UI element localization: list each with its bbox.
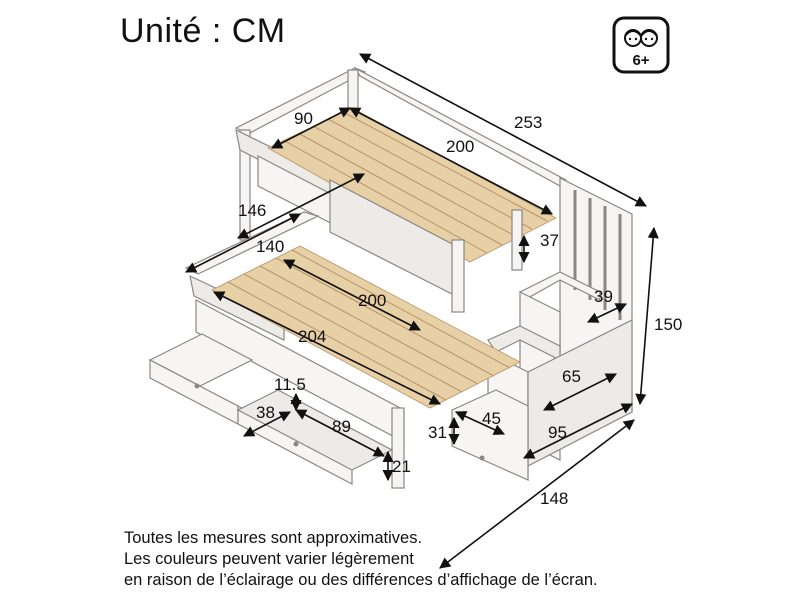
dim-drawer-height: 21 [392, 457, 411, 476]
dim-base-height: 31 [428, 423, 447, 442]
dim-bottom-length: 200 [358, 291, 386, 310]
stair-rails [573, 190, 622, 320]
dim-overall-length: 253 [514, 113, 542, 132]
age-badge-text: 6+ [632, 52, 649, 69]
dim-drawer-length: 89 [332, 417, 351, 436]
dim-overall-depth: 148 [540, 489, 568, 508]
dim-bottom-outer-length: 204 [298, 327, 326, 346]
dim-rail-length: 146 [238, 201, 266, 220]
note-line: Les couleurs peuvent varier légèrement [124, 550, 414, 568]
dim-top-width: 90 [294, 109, 313, 128]
dim-guard-height: 37 [540, 231, 559, 250]
dim-stair-side: 45 [482, 409, 501, 428]
dim-stair-width: 95 [548, 423, 567, 442]
dim-drawer-depth: 38 [256, 403, 275, 422]
dim-step-height: 65 [562, 367, 581, 386]
kids-faces-icon: 6+ [612, 16, 670, 74]
age-badge: 6+ [612, 16, 670, 74]
dim-bottom-width: 140 [256, 237, 284, 256]
dim-overall-height: 150 [654, 315, 682, 334]
unit-title: Unité : CM [120, 12, 286, 50]
dim-step-depth: 39 [594, 287, 613, 306]
disclaimer-notes: Toutes les mesures sont approximatives. … [124, 528, 598, 591]
dim-top-length: 200 [446, 137, 474, 156]
dimension-lines [185, 53, 659, 569]
dim-drawer-gap: 11.5 [274, 375, 306, 394]
note-line: Toutes les mesures sont approximatives. [124, 529, 423, 547]
note-line: en raison de l’éclairage ou des différen… [124, 571, 598, 589]
